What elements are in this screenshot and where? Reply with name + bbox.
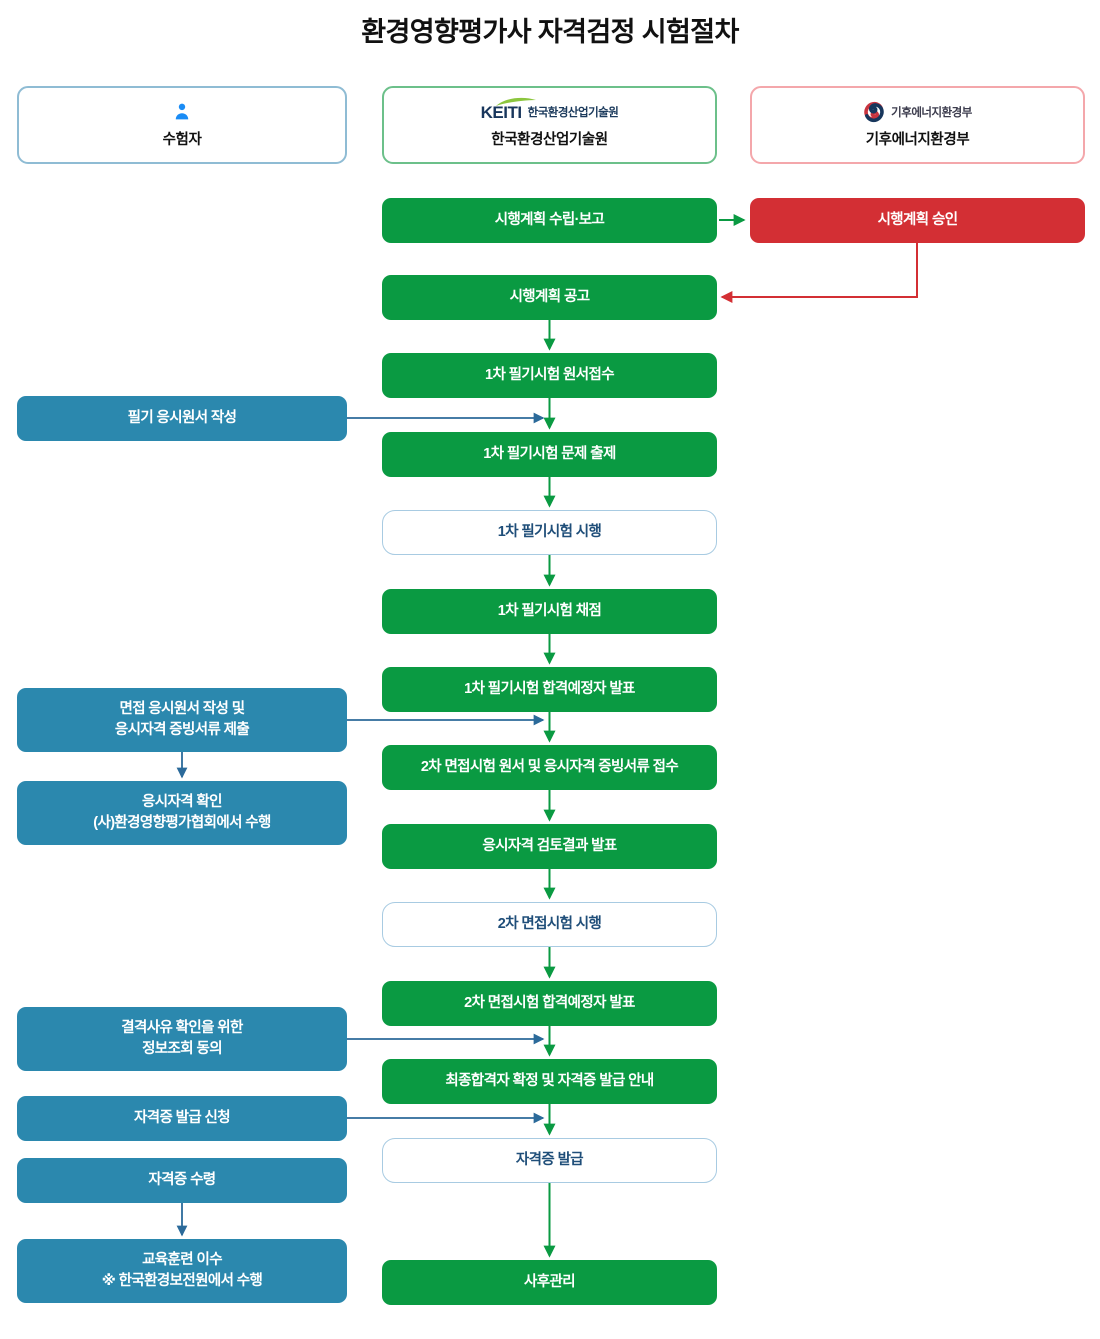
node-cert-receive[interactable]: 자격증 수령 (17, 1158, 347, 1203)
person-icon (171, 101, 193, 123)
header-label-keiti: 한국환경산업기술원 (491, 132, 608, 148)
node-training-complete[interactable]: 교육훈련 이수 ※ 한국환경보전원에서 수행 (17, 1239, 347, 1303)
node-line: 결격사유 확인을 위한 (121, 1019, 243, 1036)
page-title: 환경영향평가사 자격검정 시험절차 (361, 17, 739, 47)
node-eligibility-result[interactable]: 응시자격 검토결과 발표 (382, 824, 717, 869)
node-written-application-write[interactable]: 필기 응시원서 작성 (17, 396, 347, 441)
node-written-apply[interactable]: 1차 필기시험 원서접수 (382, 353, 717, 398)
node-interview-exam[interactable]: 2차 면접시험 시행 (382, 902, 717, 947)
node-post-management[interactable]: 사후관리 (382, 1260, 717, 1305)
node-cert-issue[interactable]: 자격증 발급 (382, 1138, 717, 1183)
keiti-logo-text: 한국환경산업기술원 (527, 107, 619, 119)
node-interview-docs[interactable]: 2차 면접시험 원서 및 응시자격 증빙서류 접수 (382, 745, 717, 790)
node-interview-application-docs[interactable]: 면접 응시원서 작성 및 응시자격 증빙서류 제출 (17, 688, 347, 752)
node-line: 자격증 수령 (148, 1171, 216, 1188)
red-return-arrow (720, 243, 918, 303)
node-written-pass-announce[interactable]: 1차 필기시험 합격예정자 발표 (382, 667, 717, 712)
node-line: 응시자격 확인 (142, 793, 222, 810)
node-written-questions[interactable]: 1차 필기시험 문제 출제 (382, 432, 717, 477)
node-info-consent[interactable]: 결격사유 확인을 위한 정보조회 동의 (17, 1007, 347, 1071)
keiti-logo: KEITI 한국환경산업기술원 (480, 97, 619, 123)
node-line: 필기 응시원서 작성 (127, 409, 237, 426)
header-card-candidate: 수험자 (17, 86, 347, 164)
taegeuk-icon: 기후에너지환경부 (863, 101, 972, 123)
node-line: 교육훈련 이수 (142, 1251, 222, 1268)
header-label-ministry: 기후에너지환경부 (865, 132, 970, 148)
header-card-keiti: KEITI 한국환경산업기술원 한국환경산업기술원 (382, 86, 717, 164)
node-line: 면접 응시원서 작성 및 (119, 700, 246, 717)
node-written-exam[interactable]: 1차 필기시험 시행 (382, 510, 717, 555)
node-plan-notice[interactable]: 시행계획 공고 (382, 275, 717, 320)
node-plan-establish[interactable]: 시행계획 수립·보고 (382, 198, 717, 243)
node-final-pass[interactable]: 최종합격자 확정 및 자격증 발급 안내 (382, 1059, 717, 1104)
node-line: 응시자격 증빙서류 제출 (114, 722, 250, 738)
keiti-wordmark: KEITI (480, 102, 522, 122)
node-line: 자격증 발급 신청 (133, 1109, 231, 1126)
node-line: 정보조회 동의 (142, 1041, 222, 1057)
node-line: ※ 한국환경보전원에서 수행 (101, 1273, 263, 1289)
node-line: (사)환경영향평가협회에서 수행 (93, 815, 271, 831)
ministry-logo-text: 기후에너지환경부 (891, 107, 972, 119)
node-eligibility-check[interactable]: 응시자격 확인 (사)환경영향평가협회에서 수행 (17, 781, 347, 845)
header-card-ministry: 기후에너지환경부 기후에너지환경부 (750, 86, 1085, 164)
keiti-swoosh-icon (495, 97, 536, 106)
node-cert-request[interactable]: 자격증 발급 신청 (17, 1096, 347, 1141)
node-written-grading[interactable]: 1차 필기시험 채점 (382, 589, 717, 634)
header-label-candidate: 수험자 (162, 132, 202, 148)
node-interview-pass-announce[interactable]: 2차 면접시험 합격예정자 발표 (382, 981, 717, 1026)
node-plan-approval[interactable]: 시행계획 승인 (750, 198, 1085, 243)
